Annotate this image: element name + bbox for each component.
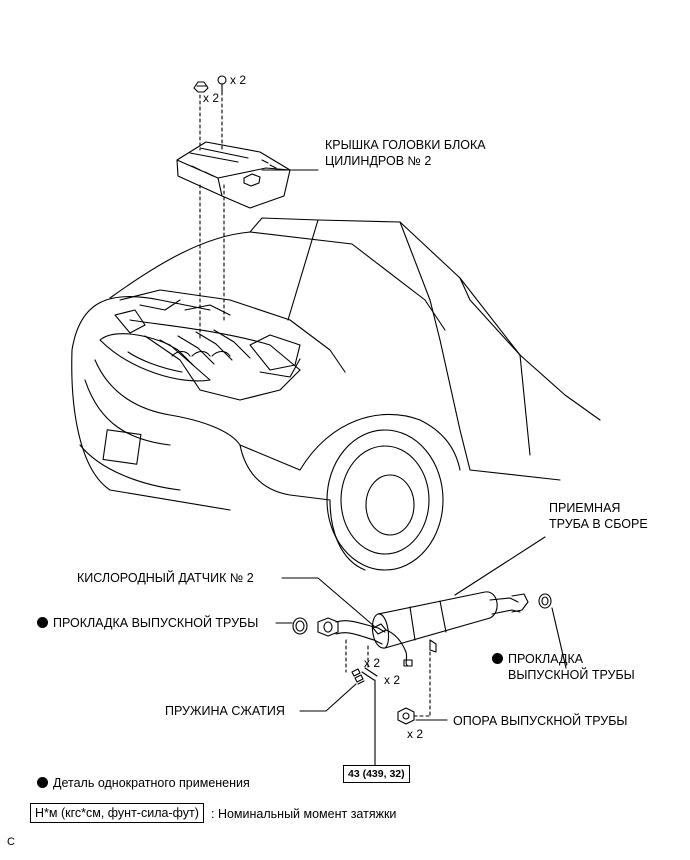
non-reusable-dot-icon bbox=[492, 653, 503, 664]
head-cover-label: КРЫШКА ГОЛОВКИ БЛОКА ЦИЛИНДРОВ № 2 bbox=[325, 137, 486, 169]
compression-spring-label: ПРУЖИНА СЖАТИЯ bbox=[165, 704, 285, 718]
leader-gasket-right bbox=[551, 607, 567, 669]
clip-icon bbox=[193, 81, 209, 93]
leader-spring bbox=[299, 683, 357, 712]
torque-value-box: 43 (439, 32) bbox=[343, 765, 410, 783]
non-reusable-dot-icon bbox=[37, 617, 48, 628]
corner-code: C bbox=[7, 836, 15, 848]
gasket-left-text: ПРОКЛАДКА ВЫПУСКНОЙ ТРУБЫ bbox=[53, 616, 259, 630]
legend-non-reusable-text: Деталь однократного применения bbox=[53, 776, 250, 790]
assembly-lines-top bbox=[199, 91, 225, 339]
legend-torque-desc: : Номинальный момент затяжки bbox=[211, 807, 397, 821]
front-pipe-drawing bbox=[292, 591, 552, 725]
clip-quantity: x 2 bbox=[203, 91, 220, 105]
leader-front-pipe bbox=[454, 536, 546, 596]
gasket-right-text-line1: ПРОКЛАДКА bbox=[508, 652, 584, 666]
oxygen-sensor-label: КИСЛОРОДНЫЙ ДАТЧИК № 2 bbox=[77, 571, 254, 585]
assembly-lines-bottom bbox=[345, 639, 433, 717]
front-pipe-label-line2: ТРУБА В СБОРЕ bbox=[549, 517, 648, 531]
legend-non-reusable: Деталь однократного применения bbox=[37, 775, 250, 791]
pipe-support-label: ОПОРА ВЫПУСКНОЙ ТРУБЫ bbox=[453, 714, 628, 728]
front-pipe-label-line1: ПРИЕМНАЯ bbox=[549, 501, 621, 515]
vehicle-drawing bbox=[71, 217, 601, 571]
front-pipe-label: ПРИЕМНАЯ ТРУБА В СБОРЕ bbox=[549, 500, 648, 532]
head-cover-label-line1: КРЫШКА ГОЛОВКИ БЛОКА bbox=[325, 138, 486, 152]
nut-icon bbox=[217, 75, 227, 93]
legend-torque-unit-box: Н*м (кгс*см, фунт-сила-фут) bbox=[30, 803, 204, 823]
cylinder-head-cover-drawing bbox=[176, 141, 291, 209]
gasket-left-label: ПРОКЛАДКА ВЫПУСКНОЙ ТРУБЫ bbox=[37, 615, 258, 631]
gasket-right-text-line2: ВЫПУСКНОЙ ТРУБЫ bbox=[508, 668, 635, 682]
gasket-right-label: ПРОКЛАДКА bbox=[492, 651, 583, 667]
bolt-quantity-a: x 2 bbox=[364, 656, 381, 670]
support-quantity: x 2 bbox=[407, 727, 424, 741]
leader-oxygen-sensor bbox=[281, 577, 375, 627]
bolt-quantity-b: x 2 bbox=[384, 673, 401, 687]
nut-quantity: x 2 bbox=[230, 73, 247, 87]
leader-lines bbox=[275, 536, 567, 766]
non-reusable-dot-icon bbox=[37, 777, 48, 788]
head-cover-label-line2: ЦИЛИНДРОВ № 2 bbox=[325, 154, 432, 168]
